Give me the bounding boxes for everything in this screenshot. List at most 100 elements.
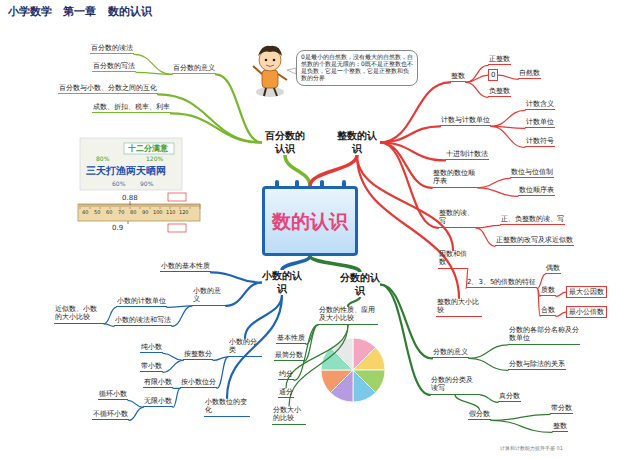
topic-item: 小数的分类 — [228, 338, 262, 357]
topic-item: 近似数、小数的大小比较 — [54, 305, 104, 324]
note-label: 80 — [130, 210, 136, 215]
topic-item: 整数的大小比较 — [436, 298, 482, 317]
node-text: 分数的意义 — [433, 348, 468, 356]
topic-item: 小数的计数单位 — [116, 297, 167, 307]
topic-item: 整数的读、写 — [438, 209, 476, 228]
topic-item: 计数与计数单位 — [440, 116, 491, 126]
branch-topic: 整数的认识 — [334, 130, 380, 155]
topic-item: 自然数 — [518, 69, 541, 79]
branch-line — [245, 295, 282, 338]
topic-item: 整数 — [552, 422, 568, 432]
node-text: 约分 — [279, 370, 293, 378]
node-text: 小数的计数单位 — [117, 297, 166, 305]
topic-item: 带分数 — [550, 404, 573, 414]
branch-line — [285, 155, 310, 186]
node-text: 数位顺序表 — [519, 186, 554, 194]
topic-item: 小数的基本性质 — [160, 262, 211, 272]
node-text: 按整数分 — [184, 350, 212, 358]
topic-item: 小数的意义 — [192, 287, 226, 306]
branch-line — [173, 388, 180, 407]
topic-item: 十进制计数法 — [445, 150, 489, 160]
topic-item: 真分数 — [498, 392, 521, 402]
ruler — [78, 193, 200, 232]
branch-line — [478, 178, 510, 187]
topic-item: 按整数分 — [183, 350, 213, 360]
note-label: 0.88 — [122, 195, 138, 202]
node-text: 分数的认识 — [340, 272, 380, 297]
branch-line — [556, 292, 566, 296]
node-text: 合数 — [541, 306, 555, 314]
node-text: 小数的读法和写法 — [115, 316, 171, 324]
topic-item: 分数的性质、应用及大小比较 — [318, 306, 378, 325]
node-text: 小数的分类 — [229, 338, 261, 355]
node-text: 数的认识 — [272, 210, 348, 233]
node-text: 整数 — [451, 72, 465, 80]
node-text: 整数的数位顺序表 — [433, 169, 477, 186]
branch-topic: 分数的认识 — [340, 272, 380, 297]
node-text: 0是最小的自然数，没有最大的自然数，自然数的个数是无限的；0既不是正整数也不是负… — [301, 54, 413, 82]
branch-line — [310, 256, 360, 272]
node-text: 整数的认识 — [334, 130, 380, 155]
note-label: 60% — [112, 181, 125, 187]
node-text: 正、负整数的读、写 — [501, 215, 564, 223]
node-text: 循环小数 — [99, 390, 127, 398]
topic-item: 数位顺序表 — [518, 186, 555, 196]
topic-item: 约分 — [278, 370, 294, 380]
pie-chart — [321, 338, 385, 402]
note-label: 60 — [106, 210, 112, 215]
node-text: 带小数 — [141, 362, 162, 370]
topic-item: 0 — [488, 69, 498, 81]
branch-line — [476, 225, 500, 227]
node-text: 整数的读、写 — [439, 209, 475, 226]
topic-item: 整数 — [450, 72, 466, 82]
speech-bubble: 0是最小的自然数，没有最大的自然数，自然数的个数是无限的；0既不是正整数也不是负… — [296, 50, 418, 86]
branch-line — [227, 295, 282, 398]
topic-item: 最小公倍数 — [566, 306, 607, 318]
branch-line — [498, 75, 518, 79]
topic-item: 百分数的意义 — [172, 64, 216, 74]
node-text: 分数大小的比较 — [273, 406, 305, 423]
note-label: 0.9 — [112, 225, 123, 232]
node-text: 真分数 — [499, 392, 520, 400]
node-text: 小数的意义 — [193, 287, 225, 304]
node-text: 分数的性质、应用及大小比较 — [319, 306, 377, 323]
note-label: 70 — [118, 210, 124, 215]
branch-line — [380, 285, 430, 395]
branch-line — [226, 283, 262, 306]
node-text: 最简分数 — [275, 351, 303, 359]
branch-line — [380, 143, 432, 188]
branch-line — [491, 420, 552, 432]
topic-item: 计数含义 — [525, 100, 555, 110]
branch-line — [466, 75, 488, 82]
node-text: 百分数的写法 — [93, 62, 135, 70]
node-text: 整数 — [553, 422, 567, 430]
node-text: 纯小数 — [141, 343, 162, 351]
note-label: 十二分满意 — [128, 145, 168, 153]
note-label: 100 — [153, 210, 163, 215]
node-text: 百分数的读法 — [91, 44, 133, 52]
note-label: 90 — [142, 210, 148, 215]
branch-line — [455, 395, 480, 410]
node-text: 计数含义 — [526, 100, 554, 108]
note-label: 120 — [179, 210, 189, 215]
topic-item: 成数、折扣、税率、利率 — [92, 103, 171, 113]
node-text: 成数、折扣、税率、利率 — [93, 103, 170, 111]
node-text: 小数的基本性质 — [161, 262, 210, 270]
topic-item: 按小数位分 — [180, 378, 217, 388]
branch-line — [466, 82, 488, 97]
branch-line — [310, 155, 357, 186]
branch-line — [171, 113, 262, 142]
note-label: 80% — [96, 156, 109, 162]
percent-picture — [80, 138, 182, 190]
node-text: 带分数 — [551, 404, 572, 412]
note-label: 110 — [166, 210, 176, 215]
node-text: 百分数的认识 — [262, 130, 308, 155]
node-text: 小数的认识 — [262, 270, 302, 295]
node-text: 百分数的意义 — [173, 64, 215, 72]
note-label: 120% — [146, 156, 163, 162]
branch-line — [129, 407, 143, 420]
node-text: 分数的分类及读写 — [431, 376, 479, 393]
branch-topic: 百分数的认识 — [262, 130, 308, 155]
topic-item: 通分 — [278, 388, 294, 398]
node-text: 因数和倍数 — [439, 250, 467, 267]
